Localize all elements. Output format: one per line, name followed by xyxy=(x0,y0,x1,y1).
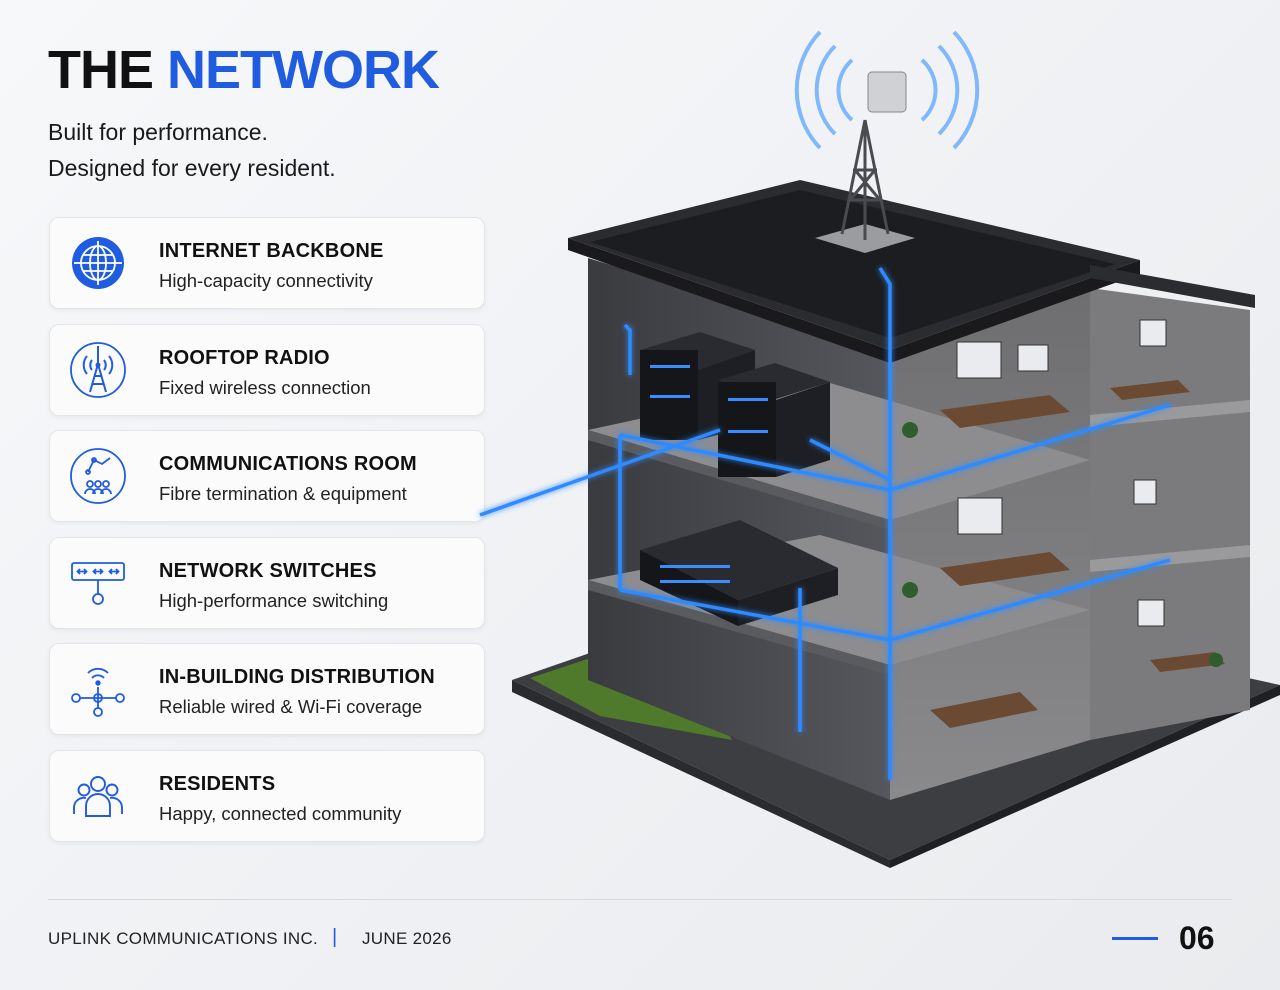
card-title: INTERNET BACKBONE xyxy=(159,240,384,262)
card-rooftop-radio: ROOFTOP RADIO Fixed wireless connection xyxy=(49,323,485,416)
communications-room-icon xyxy=(68,446,128,506)
network-switch-icon xyxy=(68,553,128,613)
subtitle: Built for performance. Designed for ever… xyxy=(48,114,336,186)
radio-tower-icon xyxy=(68,340,128,400)
building-cutaway-illustration xyxy=(479,30,1280,868)
card-residents: RESIDENTS Happy, connected community xyxy=(49,749,485,842)
card-title: NETWORK SWITCHES xyxy=(159,559,377,582)
card-description: High-capacity connectivity xyxy=(159,270,373,291)
page-number: 06 xyxy=(1179,920,1215,956)
card-description: Fibre termination & equipment xyxy=(159,483,407,504)
card-description: Fixed wireless connection xyxy=(159,376,371,398)
page-title: THE NETWORK xyxy=(48,40,440,100)
footer-company: UPLINK COMMUNICATIONS INC. xyxy=(48,929,319,948)
globe-icon xyxy=(68,233,128,293)
card-title: COMMUNICATIONS ROOM xyxy=(159,453,417,475)
residents-icon xyxy=(68,766,128,826)
distribution-icon xyxy=(68,659,128,719)
footer-divider xyxy=(48,899,1232,900)
footer-date: JUNE 2026 xyxy=(362,929,452,948)
network-layers-list: INTERNET BACKBONE High-capacity connecti… xyxy=(49,217,485,856)
card-internet-backbone: INTERNET BACKBONE High-capacity connecti… xyxy=(49,217,485,309)
card-description: Reliable wired & Wi-Fi coverage xyxy=(159,696,423,717)
subtitle-line-2: Designed for every resident. xyxy=(48,155,336,181)
title-part-blue: NETWORK xyxy=(167,40,440,100)
title-part-black: THE xyxy=(48,40,168,100)
footer-accent-line xyxy=(1112,937,1158,940)
card-description: Happy, connected community xyxy=(159,802,402,824)
card-title: RESIDENTS xyxy=(159,772,276,795)
card-title: IN-BUILDING DISTRIBUTION xyxy=(159,666,435,688)
subtitle-line-1: Built for performance. xyxy=(48,119,268,145)
card-communications-room: COMMUNICATIONS ROOM Fibre termination & … xyxy=(49,430,485,522)
card-title: ROOFTOP RADIO xyxy=(159,346,330,369)
card-in-building-distribution: IN-BUILDING DISTRIBUTION Reliable wired … xyxy=(49,643,485,735)
footer-separator: | xyxy=(332,926,338,948)
card-network-switches: NETWORK SWITCHES High-performance switch… xyxy=(49,536,485,629)
card-description: High-performance switching xyxy=(159,589,389,611)
